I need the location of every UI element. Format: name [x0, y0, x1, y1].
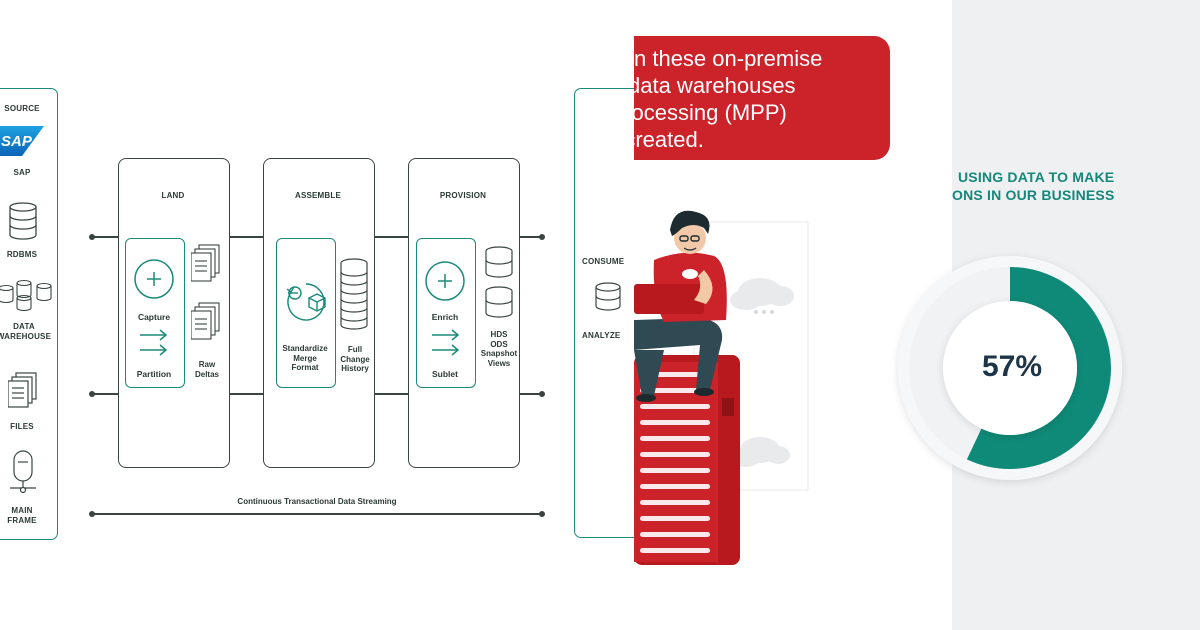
database-icon	[9, 202, 37, 240]
consume-database-icon	[595, 282, 621, 311]
source-item-rdbms: RDBMS	[6, 250, 38, 259]
source-item-sap: SAP	[13, 168, 31, 177]
enrich-plus-icon	[425, 261, 465, 301]
mainframe-icon	[10, 450, 36, 494]
stage-land-output: Raw Deltas	[194, 360, 219, 379]
source-item-files: FILES	[10, 422, 34, 431]
promo-banner: n these on-premise data warehouses proce…	[634, 36, 890, 160]
top-connector-end-dot	[539, 233, 545, 240]
consume-label: CONSUME	[582, 257, 625, 266]
provision-arrows-icon	[432, 329, 460, 356]
bottom-connector-end-dot	[539, 390, 545, 397]
full-history-stack-icon	[340, 258, 368, 330]
donut-value-arc	[909, 267, 1111, 469]
stage-land-step1: Capture	[137, 312, 171, 322]
stage-assemble-step1: Standardize Merge Format	[282, 344, 328, 372]
capture-plus-icon	[134, 259, 174, 299]
standardize-merge-icon	[286, 283, 326, 321]
donut-chart	[898, 256, 1122, 480]
stage-provision-title: PROVISION	[439, 191, 487, 200]
stage-provision-steps-box	[416, 238, 476, 388]
consume-box	[574, 88, 634, 538]
person-figure	[634, 210, 727, 402]
streaming-line	[92, 513, 542, 515]
promo-panel: n these on-premise data warehouses proce…	[634, 0, 952, 630]
stage-provision-step1: Enrich	[431, 312, 459, 322]
analyze-label: ANALYZE	[582, 331, 621, 340]
stage-assemble-output: Full Change History	[340, 345, 370, 373]
top-connector-start-dot	[89, 233, 95, 240]
promo-line-1: n these on-premise	[634, 46, 823, 71]
stage-land-steps-box	[125, 238, 185, 388]
source-header: SOURCE	[4, 104, 40, 113]
stage-provision-step2: Sublet	[432, 369, 458, 379]
land-arrows-icon	[140, 329, 168, 356]
promo-line-4: e created.	[634, 127, 704, 152]
stage-land-title: LAND	[161, 191, 185, 200]
sap-logo-text: SAP	[1, 133, 33, 150]
stat-title-line-1: USING DATA TO MAKE	[958, 169, 1115, 185]
streaming-start-dot	[89, 510, 95, 517]
stage-assemble-title: ASSEMBLE	[294, 191, 342, 200]
person-on-server-illustration	[634, 210, 809, 565]
streaming-end-dot	[539, 510, 545, 517]
donut-inner-circle	[943, 301, 1077, 435]
promo-line-3: processing (MPP)	[634, 100, 787, 125]
source-item-mainframe: MAIN FRAME	[7, 506, 37, 525]
stat-title-line-2: ONS IN OUR BUSINESS	[952, 187, 1115, 203]
stage-land-step2: Partition	[136, 369, 172, 379]
stage-provision-output: HDS ODS Snapshot Views	[480, 330, 518, 368]
stage-assemble-steps-box	[276, 238, 336, 388]
bottom-connector-start-dot	[89, 390, 95, 397]
data-warehouse-icon	[0, 279, 52, 312]
provision-database-icon	[485, 246, 513, 318]
promo-line-2: data warehouses	[634, 73, 796, 98]
sap-logo: SAP	[0, 126, 44, 156]
pipeline-diagram-panel: SOURCE SAP SAP RDBMS DATA WAREHOUSE	[0, 88, 634, 540]
stat-value: 57%	[981, 350, 1043, 383]
streaming-label: Continuous Transactional Data Streaming	[237, 497, 397, 506]
source-item-data-warehouse: DATA WAREHOUSE	[0, 322, 52, 341]
raw-deltas-files-icon	[191, 244, 220, 340]
files-icon	[8, 372, 37, 408]
